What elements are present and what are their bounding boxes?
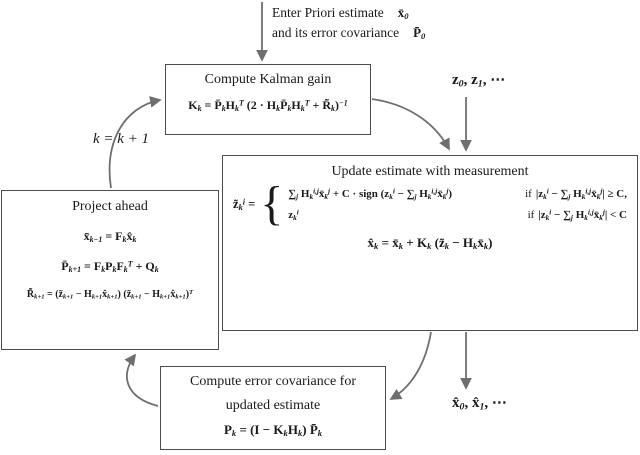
priori-p0-math: P̄0: [413, 25, 426, 42]
project-to-gain-arc: [108, 96, 162, 189]
case-rows: ∑j Hki,jx̄kj + C · sign (zki − ∑j Hki,jx…: [288, 188, 627, 221]
covariance-title-line1: Compute error covariance for: [190, 374, 356, 389]
error-covariance-box: Compute error covariance for updated est…: [160, 366, 386, 450]
case2-equation: zki: [288, 209, 299, 223]
update-case-equation: z̃ki = { ∑j Hki,jx̄kj + C · sign (zki − …: [233, 176, 627, 230]
covariance-title-line2: updated estimate: [225, 397, 321, 413]
case-brace: {: [260, 176, 284, 230]
case1-equation: ∑j Hki,jx̄kj + C · sign (zki − ∑j Hki,jx…: [288, 188, 453, 202]
update-box-title: Update estimate with measurement: [331, 164, 529, 179]
priori-line2-label: and its error covariance: [272, 25, 400, 41]
project-equation-3: R̄̃k+1 = (z̃k+1 − Hk+1x̂k+1) (z̃k+1 − Hk…: [26, 288, 194, 301]
case1-cond-math: |zki − ∑j Hki,jx̄kj| ≥ C,: [535, 188, 627, 202]
case-row-1: ∑j Hki,jx̄kj + C · sign (zki − ∑j Hki,jx…: [288, 188, 627, 200]
compute-kalman-gain-box: Compute Kalman gain Kk = P̄kHkT (2 · HkP…: [165, 64, 371, 135]
project-equation-1: x̄k−1 = Fkx̂k: [83, 228, 137, 244]
case2-if: if: [527, 209, 535, 222]
case1-if: if: [525, 188, 532, 201]
priori-x0-math: x̄0: [397, 5, 409, 22]
priori-line2: and its error covariance P̄0: [272, 23, 425, 43]
project-equation-2: P̄k+1 = FkPkFkT + Qk: [61, 258, 159, 274]
update-estimate-box: Update estimate with measurement z̃ki = …: [222, 155, 638, 331]
gain-to-update-arc: [371, 98, 450, 151]
gain-equation: Kk = P̄kHkT (2 · HkP̄kHkT + R̄̃k)−1: [188, 97, 348, 113]
priori-line1: Enter Priori estimate x̄0: [272, 3, 425, 23]
case-row-2: zki if|zki − ∑j Hki,jx̄kj| < C: [288, 209, 627, 221]
project-box-title: Project ahead: [72, 199, 148, 214]
case2-condition: if|zki − ∑j Hki,jx̄kj| < C: [528, 209, 627, 221]
outputs-label: x̂0, x̂1, ⋯: [452, 395, 507, 413]
case2-cond-math: |zki − ∑j Hki,jx̄kj| < C: [538, 209, 627, 223]
iteration-label: k = k + 1: [93, 131, 150, 147]
priori-line1-label: Enter Priori estimate: [272, 5, 384, 20]
covariance-equation: Pk = (I − KkHk) P̄k: [223, 422, 323, 439]
project-ahead-box: Project ahead x̄k−1 = Fkx̂k P̄k+1 = FkPk…: [1, 190, 219, 350]
case-lhs: z̃ki =: [233, 197, 256, 213]
measurements-label: z0, z1, ⋯: [452, 72, 506, 90]
case1-condition: if|zki − ∑j Hki,jx̄kj| ≥ C,: [525, 188, 627, 200]
priori-input-text: Enter Priori estimate x̄0 and its error c…: [272, 3, 425, 44]
gain-box-title: Compute Kalman gain: [204, 72, 332, 87]
update-final-equation: x̂k = x̄k + Kk (z̃k − Hkx̄k): [367, 235, 493, 252]
covariance-to-project-arc: [124, 353, 159, 407]
update-to-covariance-arc: [389, 331, 432, 400]
